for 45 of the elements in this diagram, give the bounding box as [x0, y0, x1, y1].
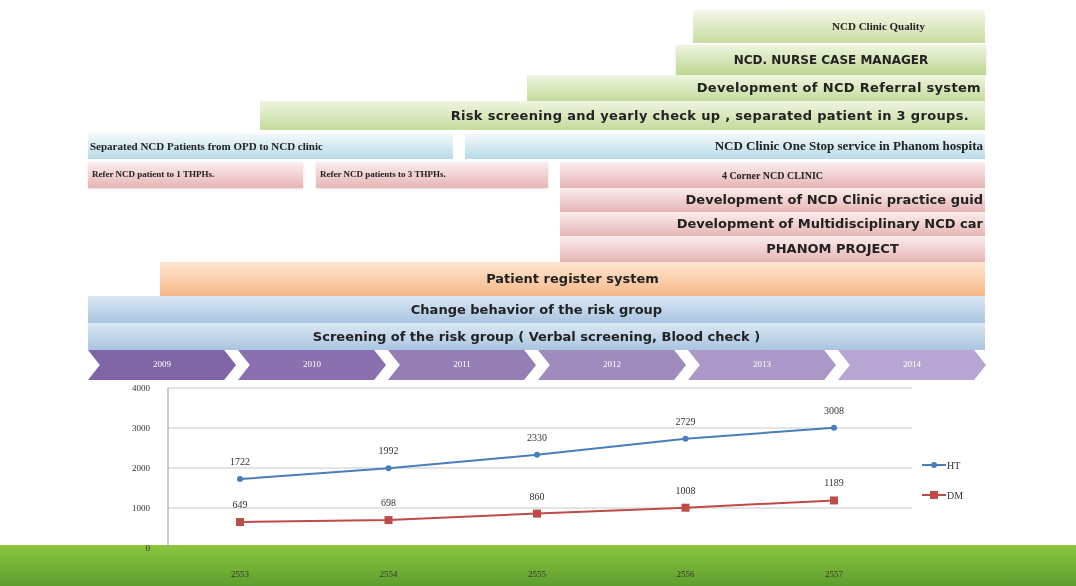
year-segment: 2010: [238, 350, 386, 380]
timeline-bar: Refer NCD patients to 3 THPHs.: [316, 162, 548, 188]
timeline-bar: Separated NCD Patients from OPD to NCD clinic: [88, 133, 453, 159]
timeline-bar: Refer NCD patient to 1 THPHs.: [88, 162, 303, 188]
timeline-bar: Patient register system: [160, 262, 985, 296]
timeline-bar: Screening of the risk group ( Verbal screening, Blood check ): [88, 323, 985, 350]
legend-item: DM: [921, 490, 964, 501]
timeline-bar: Development of NCD Referral system: [527, 75, 985, 101]
data-label: 649: [232, 499, 248, 511]
x-tick-label: 2555: [528, 569, 546, 579]
x-tick-label: 2554: [379, 569, 398, 579]
year-segment: 2009: [88, 350, 236, 380]
x-tick-label: 2556: [676, 569, 695, 579]
x-tick-label: 2557: [825, 569, 843, 579]
data-label: 1992: [378, 445, 399, 457]
data-label: 3008: [824, 404, 844, 416]
timeline-bar: NCD Clinic One Stop service in Phanom hospita: [465, 133, 985, 159]
y-tick-label: 2000: [132, 463, 150, 473]
data-label: 698: [381, 497, 396, 509]
legend-label: HT: [947, 460, 961, 471]
y-tick-label: 0: [145, 543, 150, 553]
timeline-bar: 4 Corner NCD CLINIC: [560, 162, 985, 188]
data-label: 2330: [527, 431, 547, 443]
data-label: 1008: [675, 484, 696, 496]
timeline-bar: NCD. NURSE CASE MANAGER: [676, 45, 986, 75]
legend-item: HT: [921, 460, 961, 471]
year-segment: 2013: [688, 350, 836, 380]
data-label: 1722: [230, 456, 250, 468]
year-segment: 2012: [538, 350, 686, 380]
timeline-bar: NCD Clinic Quality: [693, 10, 985, 43]
timeline-bar: Development of NCD Clinic practice guid: [560, 188, 985, 212]
data-label: 2729: [675, 415, 696, 427]
timeline-bar: Development of Multidisciplinary NCD car: [560, 212, 985, 236]
year-segment: 2011: [388, 350, 536, 380]
year-segment: 2014: [838, 350, 986, 380]
y-tick-label: 1000: [132, 503, 150, 513]
y-tick-label: 3000: [132, 423, 150, 433]
timeline-bar: Change behavior of the risk group: [88, 296, 985, 323]
data-label: 1189: [824, 477, 844, 489]
x-tick-label: 2553: [231, 569, 249, 579]
timeline-bar: Risk screening and yearly check up , separated patient in 3 groups.: [260, 101, 985, 130]
legend-label: DM: [947, 490, 964, 501]
data-label: 860: [529, 490, 545, 502]
y-tick-label: 4000: [132, 383, 150, 393]
timeline-bar: PHANOM PROJECT: [560, 236, 985, 262]
